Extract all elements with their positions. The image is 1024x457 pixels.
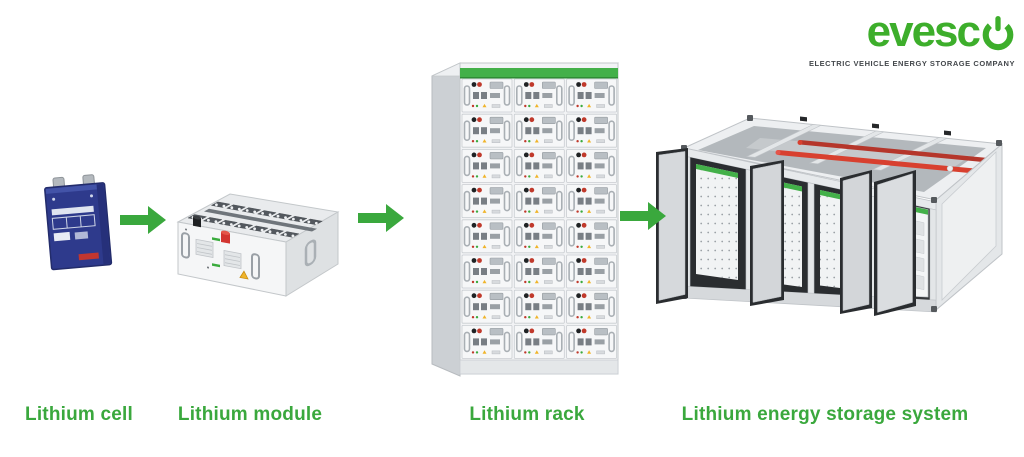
stage-label-lithium-energy-storage-system: Lithium energy storage system (681, 404, 969, 425)
battery-rack-icon (431, 62, 620, 377)
battery-cell-icon (44, 174, 113, 271)
lithium-module-illustration (172, 176, 344, 300)
stage-label-lithium-rack: Lithium rack (469, 404, 585, 425)
stage-label-lithium-cell: Lithium cell (25, 404, 133, 425)
lithium-energy-storage-system-illustration (650, 104, 1022, 318)
logo-brand-text: evesc (866, 7, 981, 56)
power-icon (981, 15, 1015, 56)
arrow-right-icon (358, 204, 404, 232)
battery-module-icon (176, 193, 340, 297)
lithium-cell-illustration (38, 170, 122, 274)
logo-tagline: ELECTRIC VEHICLE ENERGY STORAGE COMPANY (808, 59, 1015, 68)
storage-container-icon (656, 115, 1004, 316)
stage-label-lithium-module: Lithium module (177, 404, 323, 425)
lithium-rack-illustration (430, 58, 620, 393)
arrow-right-icon (120, 206, 166, 234)
evesco-logo: evesc ELECTRIC VEHICLE ENERGY STORAGE CO… (808, 7, 1015, 69)
arrow-right-icon (620, 202, 666, 230)
